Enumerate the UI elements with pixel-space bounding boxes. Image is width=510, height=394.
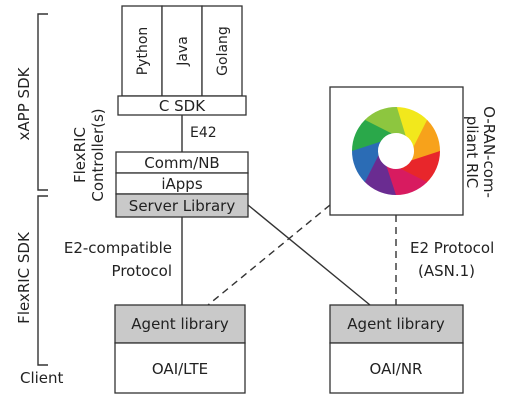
e2-compatible-label-2: Protocol (112, 262, 172, 280)
oran-label-2: pliant RIC (463, 116, 481, 189)
xapp-sdk-brace (37, 13, 48, 191)
ring-logo-icon (352, 107, 440, 195)
left-oai-lte-box (114, 342, 246, 394)
logo-segment (352, 141, 381, 183)
java-box (161, 5, 203, 97)
right-agent-library-label: Agent library (347, 315, 445, 333)
c-sdk-label: C SDK (159, 97, 206, 115)
ric-to-left-agent-dashed-link (207, 204, 331, 306)
flexric-controllers-label: FlexRIC (71, 127, 89, 183)
right-agent-library-box (329, 304, 464, 344)
logo-segment (396, 107, 428, 148)
python-box (121, 5, 163, 97)
client-label: Client (20, 369, 64, 387)
oran-label: O-RAN-com- (480, 106, 498, 198)
golang-label: Golang (215, 26, 231, 76)
logo-segment (411, 119, 440, 161)
logo-center (379, 134, 413, 168)
logo-segment (399, 151, 440, 183)
server-library-label: Server Library (129, 197, 236, 215)
e2-protocol-label-2: (ASN.1) (418, 262, 475, 280)
server-to-right-agent-link (247, 204, 371, 306)
left-oai-lte-label: OAI/LTE (152, 360, 208, 378)
flexric-controllers-label-2: Controller(s) (89, 108, 107, 201)
xapp-sdk-label: xAPP SDK (15, 66, 33, 140)
logo-segment (386, 166, 428, 195)
e2-compatible-label: E2-compatible (64, 239, 172, 257)
logo-segment (364, 154, 396, 195)
right-oai-nr-label: OAI/NR (370, 360, 423, 378)
logo-segment (364, 107, 406, 136)
left-agent-library-box (114, 304, 246, 344)
right-oai-nr-box (329, 342, 464, 394)
iapps-label: iApps (161, 175, 202, 193)
comm-nb-label: Comm/NB (144, 154, 219, 172)
left-agent-library-label: Agent library (131, 315, 229, 333)
logo-segment (352, 119, 393, 151)
e42-label: E42 (190, 125, 217, 141)
python-label: Python (135, 27, 151, 76)
java-label: Java (175, 36, 191, 67)
e2-protocol-label: E2 Protocol (410, 239, 494, 257)
flexric-sdk-label: FlexRIC SDK (15, 231, 33, 324)
flexric-sdk-brace (37, 195, 48, 366)
